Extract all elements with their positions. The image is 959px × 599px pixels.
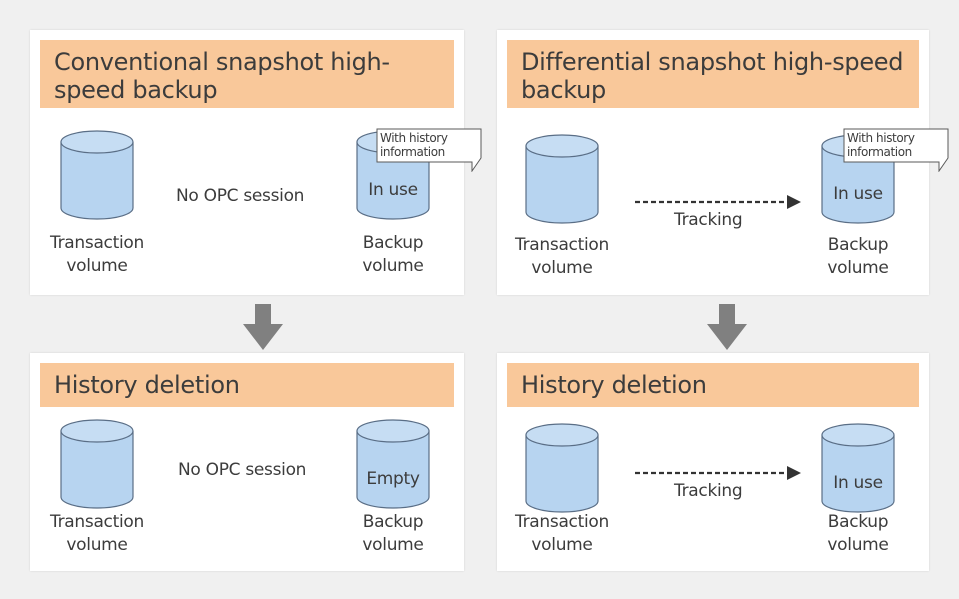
panel-history-deletion-differential: History deletion Transaction volume Trac… — [497, 353, 929, 571]
panel-differential-backup: Differential snapshot high-speed backup … — [497, 30, 949, 295]
tracking-label: Tracking — [674, 481, 743, 501]
history-callout: With history information — [376, 128, 482, 173]
transaction-volume-label: Transaction volume — [515, 512, 609, 555]
backup-state: Empty — [366, 469, 420, 489]
panel-title: Conventional snapshot high-speed backup — [40, 40, 454, 108]
transaction-volume-cylinder — [525, 423, 599, 513]
transaction-volume-label: Transaction volume — [50, 233, 144, 276]
panel-history-deletion-conventional: History deletion Transaction volume No O… — [30, 353, 464, 571]
history-callout: With history information — [843, 128, 949, 173]
panel-title: Differential snapshot high-speed backup — [507, 40, 919, 108]
backup-volume-label: Backup volume — [362, 233, 424, 276]
backup-volume-cylinder: In use — [821, 423, 895, 513]
tracking-arrow — [635, 466, 801, 480]
session-status: No OPC session — [178, 460, 307, 480]
backup-volume-label: Backup volume — [827, 512, 889, 555]
transaction-volume-cylinder — [60, 419, 134, 509]
backup-state: In use — [368, 180, 418, 200]
transaction-volume-label: Transaction volume — [515, 235, 609, 278]
backup-volume-cylinder: Empty — [356, 419, 430, 509]
panel-title: History deletion — [507, 363, 919, 407]
backup-volume-label: Backup volume — [362, 512, 424, 555]
backup-state: In use — [833, 184, 883, 204]
backup-state: In use — [833, 473, 883, 493]
panel-conventional-backup: Conventional snapshot high-speed backup … — [30, 30, 482, 295]
backup-volume-label: Backup volume — [827, 235, 889, 278]
down-arrow-left — [243, 304, 283, 350]
transaction-volume-label: Transaction volume — [50, 512, 144, 555]
transaction-volume-cylinder — [525, 134, 599, 224]
session-status: No OPC session — [176, 186, 305, 206]
panel-title: History deletion — [40, 363, 454, 407]
tracking-label: Tracking — [674, 210, 743, 230]
transaction-volume-cylinder — [60, 130, 134, 220]
down-arrow-right — [707, 304, 747, 350]
tracking-arrow — [635, 195, 801, 209]
